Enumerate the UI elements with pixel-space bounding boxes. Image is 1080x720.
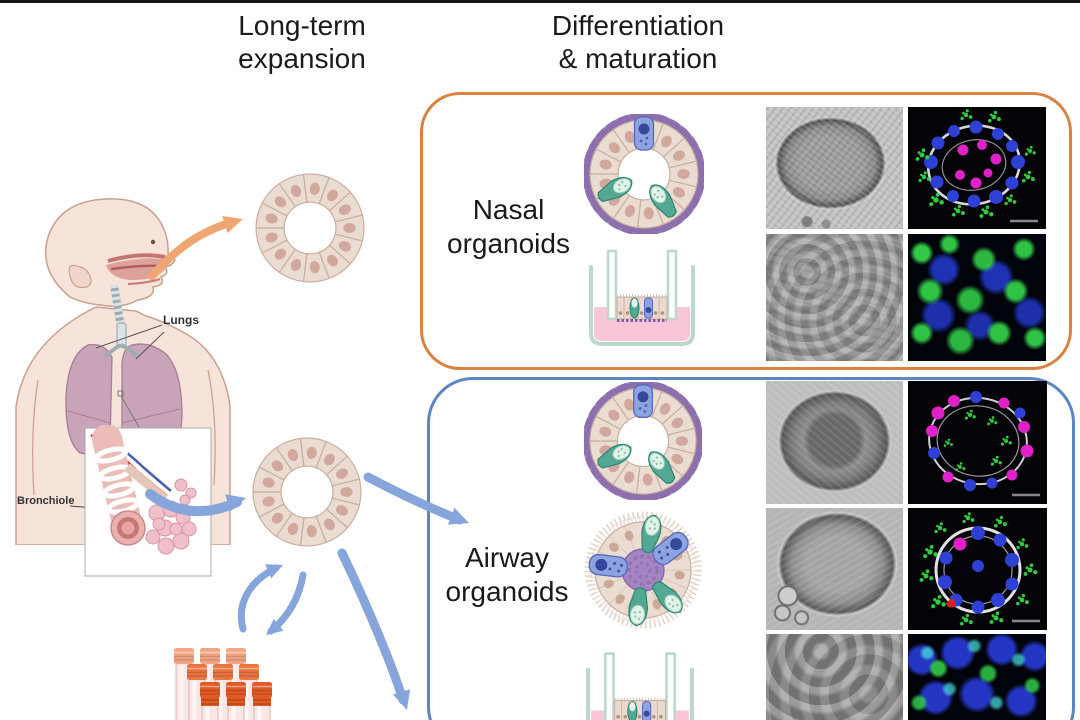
- airway-apical-out-organoid-schematic: [583, 510, 703, 630]
- micrograph-nasal-ali-brightfield: [766, 234, 903, 361]
- bronchiole-label: Bronchiole: [17, 495, 75, 507]
- lungs-label: Lungs: [163, 313, 199, 327]
- arrow-organoid-to-bottom: [337, 548, 408, 705]
- micrograph-airway-organoid-brightfield: [766, 381, 903, 504]
- figure-top-border: [0, 0, 1080, 3]
- arrow-freeze: [267, 571, 307, 635]
- airway-label-line-1: Airway: [464, 542, 549, 573]
- airway-panel-label: Airway organoids: [421, 541, 593, 609]
- cryovial-biobank-schematic: [173, 647, 273, 720]
- airway-differentiated-organoid-schematic: [584, 382, 702, 500]
- nasal-basal-organoid-schematic: [250, 168, 370, 288]
- nasal-organoids-panel: [420, 92, 1072, 370]
- header-line-2: expansion: [238, 43, 366, 74]
- micrograph-nasal-ali-fluorescence: [908, 234, 1046, 361]
- header-line-2: & maturation: [558, 43, 718, 74]
- micrograph-airway-apicalout-fluorescence: [908, 508, 1047, 630]
- column-header-differentiation: Differentiation & maturation: [523, 9, 753, 75]
- nasal-differentiated-organoid-schematic: [584, 114, 704, 234]
- micrograph-nasal-organoid-brightfield: [766, 107, 903, 229]
- nasal-label-line-1: Nasal: [472, 194, 545, 225]
- micrograph-airway-organoid-fluorescence: [908, 381, 1047, 504]
- arrow-thaw: [237, 564, 280, 633]
- airway-basal-organoid-schematic: [247, 432, 367, 552]
- micrograph-airway-apicalout-brightfield: [766, 508, 903, 630]
- airway-label-line-2: organoids: [445, 576, 569, 607]
- micrograph-airway-ali-brightfield: [766, 634, 903, 720]
- micrograph-nasal-organoid-fluorescence: [908, 107, 1046, 229]
- nasal-panel-label: Nasal organoids: [426, 193, 591, 261]
- airway-ali-transwell-schematic: [584, 648, 696, 720]
- airway-organoids-panel: [427, 377, 1075, 720]
- nasal-label-line-2: organoids: [447, 228, 570, 259]
- micrograph-airway-ali-fluorescence: [908, 634, 1046, 720]
- nasal-ali-transwell-schematic: [589, 249, 695, 346]
- column-header-expansion: Long-term expansion: [193, 9, 411, 75]
- header-line-1: Differentiation: [551, 10, 725, 41]
- header-line-1: Long-term: [238, 10, 366, 41]
